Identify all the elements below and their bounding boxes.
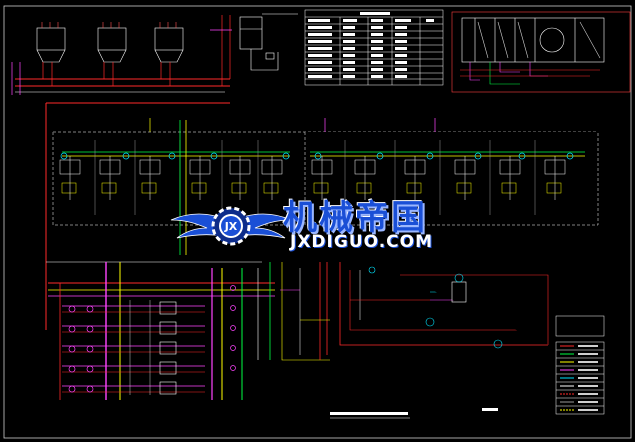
cooling-tower-1	[36, 27, 66, 51]
chiller-1	[159, 301, 177, 315]
chiller-4	[159, 361, 177, 375]
legend-text-blocks	[578, 345, 598, 411]
pump-bank-headers	[46, 261, 275, 400]
legend-line-samples	[560, 345, 574, 411]
control-valve-symbols	[60, 152, 574, 160]
air-handling-unit	[451, 11, 631, 93]
condenser-headers	[11, 15, 232, 95]
terminal-unit-row-left	[59, 140, 283, 215]
watermark-logo: JX	[170, 206, 292, 246]
drawing-border	[3, 5, 632, 439]
chiller-3	[159, 341, 177, 355]
lower-center-piping	[269, 262, 549, 361]
expansion-tank	[239, 16, 279, 71]
ahu-fan	[539, 27, 565, 53]
logo-letters: JX	[224, 220, 238, 233]
pump-symbols	[68, 305, 94, 393]
legend-table	[555, 315, 605, 415]
heat-exchanger-units	[368, 266, 503, 349]
chiller-2	[159, 321, 177, 335]
terminal-unit-row-right	[311, 140, 566, 215]
cooling-tower-2	[97, 27, 127, 51]
watermark-domain: JXDIGUO.COM	[290, 232, 434, 252]
cooling-tower-group	[36, 22, 184, 63]
valve-symbols-right-bank	[230, 285, 236, 371]
chiller-units	[159, 301, 177, 395]
watermark-brand-name: 机械帝国	[283, 198, 427, 238]
equipment-schedule-table	[304, 9, 444, 86]
chiller-5	[159, 381, 177, 395]
schedule-table-entries	[308, 12, 434, 78]
drawing-title-block	[330, 408, 498, 419]
pump-rows	[62, 300, 205, 395]
cooling-tower-3	[154, 27, 184, 51]
